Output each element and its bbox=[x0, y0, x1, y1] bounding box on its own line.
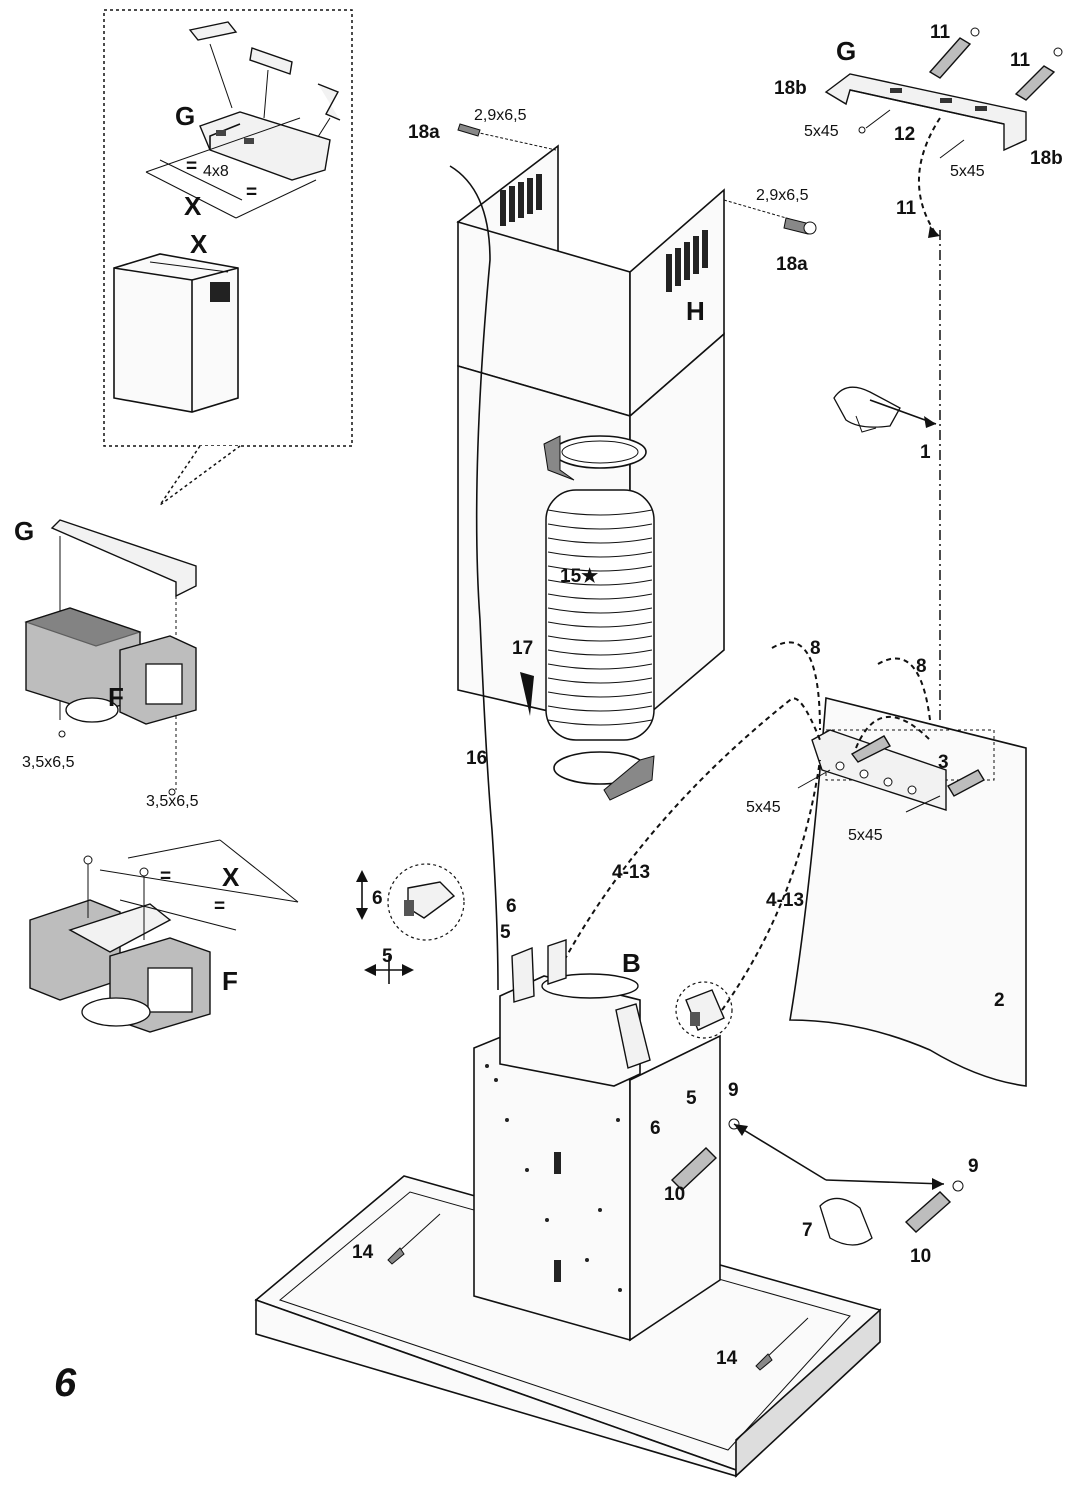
label-11-b: 11 bbox=[1010, 50, 1031, 71]
label-14-b: 14 bbox=[716, 1348, 738, 1369]
label-14-a: 14 bbox=[352, 1242, 374, 1263]
label-8-b: 8 bbox=[916, 656, 927, 677]
label-f-bottom: F bbox=[222, 966, 238, 996]
figure-number: 6 bbox=[54, 1361, 77, 1405]
label-11-c: 11 bbox=[896, 198, 917, 219]
vent-slots-left bbox=[500, 174, 542, 226]
label-x-inset-2: X bbox=[190, 229, 208, 259]
label-7: 7 bbox=[802, 1220, 813, 1241]
label-10-b: 10 bbox=[910, 1246, 931, 1267]
dim-35x65-a: 3,5x6,5 bbox=[22, 754, 75, 771]
label-6-b1: 6 bbox=[506, 896, 517, 917]
vent-slots-right bbox=[666, 230, 708, 292]
label-18b-right: 18b bbox=[1030, 148, 1063, 169]
chimney-assembly: H 15★ 17 16 bbox=[449, 144, 725, 991]
label-12: 12 bbox=[894, 124, 915, 145]
inset-bracket-detail: G = 4x8 = X X bbox=[103, 9, 353, 506]
dim-29x65-right: 2,9x6,5 bbox=[756, 187, 809, 204]
label-eq-1: = bbox=[160, 866, 171, 887]
label-9-a: 9 bbox=[728, 1080, 739, 1101]
label-18a-left: 18a bbox=[408, 122, 440, 143]
dim-5x45-d: 5x45 bbox=[848, 827, 883, 844]
label-4-13-a: 4-13 bbox=[612, 862, 650, 883]
label-x-inset-1: X bbox=[184, 191, 202, 221]
label-9-b: 9 bbox=[968, 1156, 979, 1177]
top-right-bracket: G 11 11 18b 5x45 12 18b 5x45 11 bbox=[774, 22, 1063, 720]
chimney-screws: 18a 2,9x6,5 2,9x6,5 18a bbox=[408, 107, 817, 275]
dim-5x45-c: 5x45 bbox=[746, 799, 781, 816]
label-15: 15★ bbox=[560, 566, 598, 587]
label-6-detail: 6 bbox=[372, 888, 383, 909]
label-h: H bbox=[686, 296, 705, 326]
label-18b-left: 18b bbox=[774, 78, 807, 99]
movement-arrows: 4-13 4-13 bbox=[559, 697, 821, 1011]
label-g-inset: G bbox=[175, 101, 195, 131]
label-11-a: 11 bbox=[930, 22, 951, 43]
label-g-right: G bbox=[836, 36, 856, 66]
hand-marking-icon: 1 bbox=[833, 386, 937, 463]
left-motor-dimensioned: = = X F bbox=[29, 839, 299, 1033]
label-5-b1: 5 bbox=[500, 922, 511, 943]
label-16: 16 bbox=[466, 748, 487, 769]
hood-body: B 6 5 5 6 9 9 10 10 7 14 14 bbox=[254, 896, 979, 1478]
label-1: 1 bbox=[920, 442, 931, 463]
label-5-b2: 5 bbox=[686, 1088, 697, 1109]
label-8-a: 8 bbox=[810, 638, 821, 659]
label-6-b2: 6 bbox=[650, 1118, 661, 1139]
label-g-left: G bbox=[14, 516, 34, 546]
label-f-top: F bbox=[108, 682, 124, 712]
label-18a-right: 18a bbox=[776, 254, 808, 275]
label-5-detail: 5 bbox=[382, 946, 393, 967]
dim-4x8: 4x8 bbox=[203, 163, 229, 180]
label-eq-inset-1: = bbox=[186, 156, 197, 177]
label-3: 3 bbox=[938, 752, 949, 773]
label-2: 2 bbox=[994, 990, 1005, 1011]
dim-29x65-left: 2,9x6,5 bbox=[474, 107, 527, 124]
adjust-detail: 6 5 bbox=[356, 863, 465, 984]
label-10-a: 10 bbox=[664, 1184, 685, 1205]
label-4-13-b: 4-13 bbox=[766, 890, 804, 911]
left-motor-assembly: G F 3,5x6,5 3,5x6,5 bbox=[14, 516, 199, 810]
label-17: 17 bbox=[512, 638, 533, 659]
label-eq-2: = bbox=[214, 896, 225, 917]
dim-35x65-b: 3,5x6,5 bbox=[146, 793, 199, 810]
flexible-duct bbox=[543, 435, 655, 801]
label-b: B bbox=[622, 948, 641, 978]
label-x-left: X bbox=[222, 862, 240, 892]
wall-template: 8 8 3 5x45 5x45 2 bbox=[746, 638, 1027, 1087]
label-eq-inset-2: = bbox=[246, 182, 257, 203]
dim-5x45-b: 5x45 bbox=[950, 163, 985, 180]
dim-5x45-a: 5x45 bbox=[804, 123, 839, 140]
